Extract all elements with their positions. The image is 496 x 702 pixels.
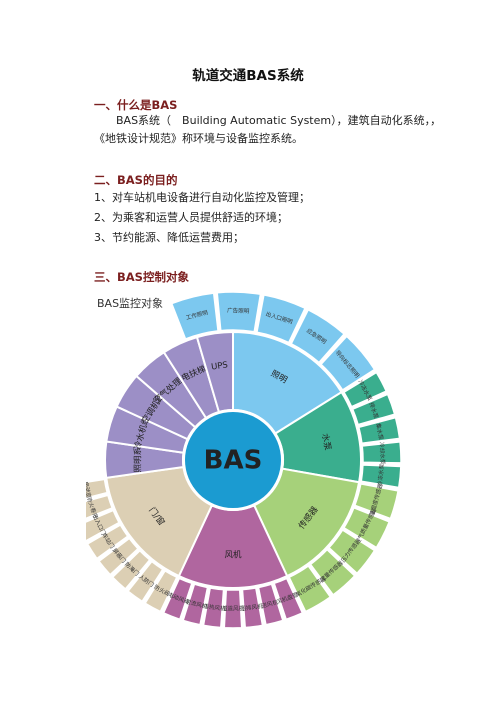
outer-segment-8	[357, 416, 401, 445]
outer-segment-label: 排热风机	[203, 602, 227, 613]
outer-segment-3	[256, 293, 307, 344]
outer-segment-6	[342, 371, 388, 408]
outer-segment-label: 广告照明	[227, 306, 250, 315]
outer-segment-29	[86, 494, 114, 520]
outer-segment-label: 回排风机	[240, 602, 264, 613]
outer-segment-11	[353, 483, 400, 520]
outer-segment-label: 冷冻水泵	[376, 463, 386, 486]
outer-segment-17	[257, 583, 284, 626]
outer-segment-24	[127, 560, 164, 603]
purpose-item-2: 2、为乘客和运营人员提供舒适的环境；	[94, 211, 288, 224]
outer-segment-18	[241, 587, 264, 629]
outer-segment-14	[309, 548, 356, 596]
section-heading-control-objects: 三、BAS控制对象	[94, 270, 189, 284]
outer-segment-label: 集水泵	[374, 422, 385, 440]
outer-segment-2	[216, 291, 262, 333]
outer-segment-19	[223, 589, 243, 629]
inner-segment-label: 风机	[224, 550, 242, 561]
outer-segment-label: 隧道风机	[222, 605, 245, 613]
outer-segment-5	[319, 335, 376, 391]
section-heading-what-is-bas: 一、什么是BAS	[94, 98, 178, 112]
outer-segment-1	[170, 292, 219, 340]
outer-segment-16	[273, 577, 304, 621]
outer-segment-4	[290, 308, 346, 364]
inner-segment-label: UPS	[211, 360, 229, 372]
outer-segment-7	[351, 393, 396, 426]
outer-segment-26	[97, 537, 140, 576]
outer-segment-9	[361, 441, 402, 464]
outer-segment-label: 冷却水泵	[378, 442, 387, 465]
section-1-line-1: BAS系统（ Building Automatic System），建筑自动化系…	[116, 114, 442, 127]
section-1-line-2: 《地铁设计规范》称环境与设备监控系统。	[94, 132, 303, 145]
outer-segment-13	[327, 529, 376, 575]
inner-segment-label: 照明系	[132, 447, 143, 473]
bas-center-disc	[185, 412, 281, 508]
inner-segment-label: 水泵	[319, 432, 333, 451]
outer-segment-label: 送风机	[261, 598, 280, 610]
purpose-item-3: 3、节约能源、降低运营费用；	[94, 231, 244, 244]
outer-segment-21	[182, 583, 209, 626]
outer-segment-label: 电动窗	[86, 481, 93, 499]
page-title: 轨道交通BAS系统	[192, 68, 304, 84]
outer-segment-23	[144, 569, 178, 613]
outer-segment-25	[111, 549, 151, 591]
outer-segment-30	[86, 478, 109, 499]
outer-segment-20	[202, 587, 225, 629]
outer-segment-22	[162, 577, 193, 621]
outer-segment-10	[360, 464, 402, 489]
outer-segment-12	[342, 506, 391, 549]
section-heading-purpose: 二、BAS的目的	[94, 173, 178, 187]
figure-caption: BAS监控对象	[97, 297, 164, 310]
purpose-item-1: 1、对车站机电设备进行自动化监控及管理；	[94, 191, 310, 204]
outer-segment-27	[86, 523, 129, 560]
bas-center-label: BAS	[204, 446, 263, 476]
outer-segment-15	[288, 564, 332, 613]
outer-segment-28	[86, 509, 121, 542]
